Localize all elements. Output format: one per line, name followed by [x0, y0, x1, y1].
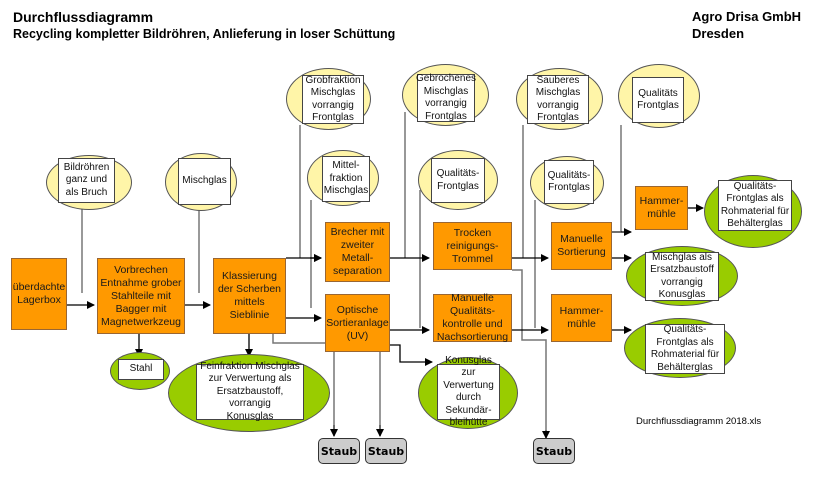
output-qualitaetsfrontglas-behaelterglas-1: Qualitäts- Frontglas als Rohmaterial für… — [718, 180, 792, 231]
output-mischglas-ersatzbaustoff: Mischglas als Ersatzbaustoff vorrangig K… — [645, 252, 719, 301]
input-bildroehren: Bildröhren ganz und als Bruch — [58, 158, 115, 203]
process-manuelle-sortierung: Manuelle Sortierung — [551, 222, 612, 270]
process-lagerbox: überdachte Lagerbox — [11, 258, 67, 330]
company-name: Agro Drisa GmbH — [692, 9, 802, 24]
process-hammermuehle-1: Hammer- mühle — [635, 186, 688, 230]
waste-staub-3: Staub — [533, 438, 575, 464]
input-qualitaetsfrontglas-1: Qualitäts- Frontglas — [431, 158, 485, 203]
input-qualitaetsfrontglas-2: Qualitäts- Frontglas — [544, 160, 594, 204]
process-hammermuehle-2: Hammer- mühle — [551, 294, 612, 342]
company-city: Dresden — [692, 26, 745, 41]
input-gebrochenes: Gebrochenes Mischglas vorrangig Frontgla… — [415, 73, 477, 122]
waste-staub-2: Staub — [365, 438, 407, 464]
input-sauberes: Sauberes Mischglas vorrangig Frontglas — [527, 75, 589, 124]
process-optische-sortieranlage: Optische Sortieranlage (UV) — [325, 294, 390, 352]
arrow-optische-konusglas — [390, 344, 433, 366]
input-grobfraktion: Grobfraktion Mischglas vorrangig Frontgl… — [302, 75, 364, 124]
process-brecher: Brecher mit zweiter Metall- separation — [325, 222, 390, 282]
output-feinfraktion: Feinfraktion Mischglas zur Verwertung al… — [196, 361, 304, 422]
waste-staub-1: Staub — [318, 438, 360, 464]
diagram-subtitle: Recycling kompletter Bildröhren, Anliefe… — [13, 27, 396, 41]
output-konusglas: Konusglas zur Verwertung durch Sekundär-… — [437, 355, 500, 428]
source-filename: Durchflussdiagramm 2018.xls — [636, 416, 762, 427]
input-mischglas: Mischglas — [178, 158, 231, 205]
process-trockenreinigung: Trocken reinigungs- Trommel — [433, 222, 512, 270]
output-qualitaetsfrontglas-behaelterglas-2: Qualitäts- Frontglas als Rohmaterial für… — [645, 324, 725, 374]
output-stahl: Stahl — [118, 359, 164, 380]
input-mittelfraktion: Mittel- fraktion Mischglas — [322, 156, 370, 202]
diagram-title: Durchflussdiagramm — [13, 9, 154, 25]
input-qualitaetsfrontglas-3: Qualitäts Frontglas — [632, 77, 684, 123]
path-staub1 — [272, 326, 335, 430]
process-qualitaetskontrolle: Manuelle Qualitäts- kontrolle und Nachso… — [433, 292, 512, 343]
process-klassierung: Klassierung der Scherben mittels Sieblin… — [213, 258, 286, 334]
process-vorbrechen: Vorbrechen Entnahme grober Stahlteile mi… — [97, 258, 185, 334]
path-staub3 — [512, 269, 547, 436]
